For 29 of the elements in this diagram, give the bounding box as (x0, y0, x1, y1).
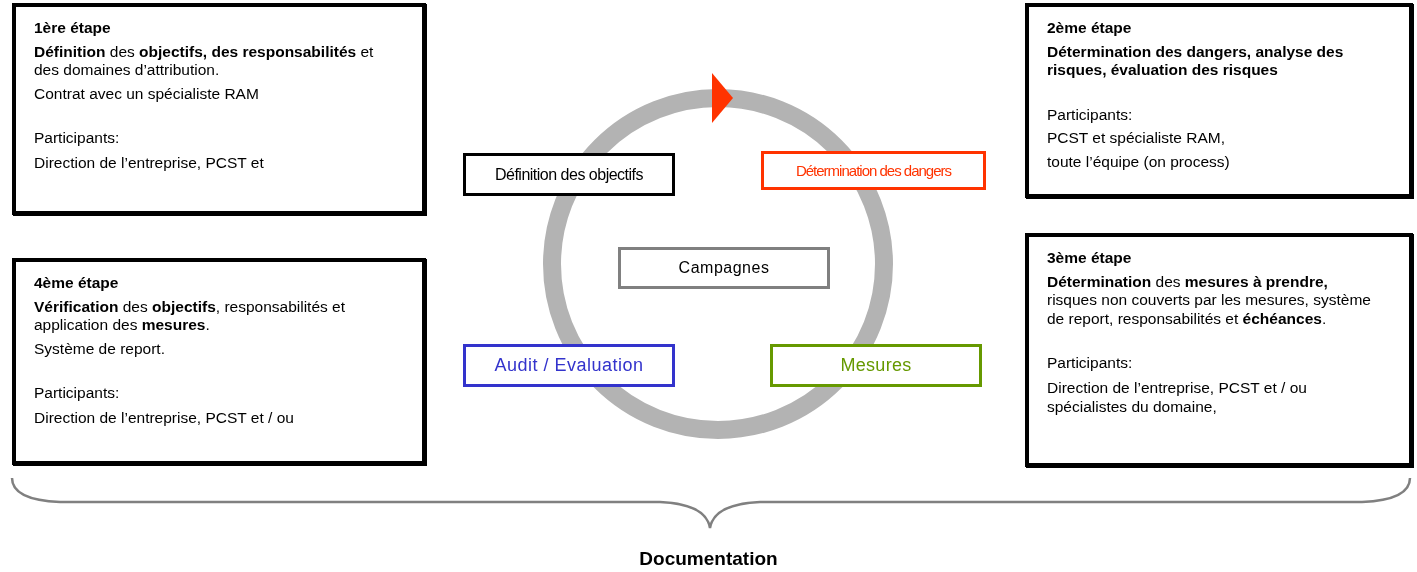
step-text: Direction de l’entreprise, PCST et (34, 153, 265, 173)
step-text: Système de report. (34, 339, 166, 359)
group-label: Documentation (638, 548, 779, 570)
step-text: Contrat avec un spécialiste RAM (34, 84, 260, 104)
phase-box: Mesures (770, 344, 982, 387)
step-text: Participants: (34, 384, 121, 403)
step-heading: 2ème étape (1047, 19, 1133, 38)
step-text: Direction de l’entreprise, PCST et / ou (34, 408, 295, 428)
step-text: Participants: (1047, 105, 1134, 125)
step-text: Détermination des dangers, analyse des risques, évaluation des risques (1047, 42, 1345, 80)
step-text: Direction de l’entreprise, PCST et / ou spécialistes du domaine, (1047, 378, 1308, 417)
step-text: Participants: (1047, 354, 1134, 373)
step-text: Définition des objectifs, des responsabilités et des domaines d’attribution. (34, 42, 375, 80)
step-text: Détermination des mesures à prendre, risques non couverts par les mesures, système de report, responsabilités et échéances. (1047, 272, 1372, 329)
phase-box: Campagnes (618, 247, 830, 289)
phase-box: Audit / Evaluation (463, 344, 675, 387)
step-box (12, 3, 426, 215)
step-box (1025, 3, 1413, 198)
step-heading: 1ère étape (34, 19, 112, 38)
step-text: toute l’équipe (on process) (1047, 152, 1231, 172)
step-text: Participants: (34, 129, 121, 148)
step-box (12, 258, 426, 465)
step-box (1025, 233, 1413, 467)
phase-box: Détermination des dangers (761, 151, 986, 190)
phase-box: Définition des objectifs (463, 153, 675, 196)
step-text: Vérification des objectifs, responsabilités et application des mesures. (34, 297, 346, 335)
step-text: PCST et spécialiste RAM, (1047, 129, 1227, 148)
step-heading: 4ème étape (34, 274, 120, 293)
step-heading: 3ème étape (1047, 249, 1133, 268)
